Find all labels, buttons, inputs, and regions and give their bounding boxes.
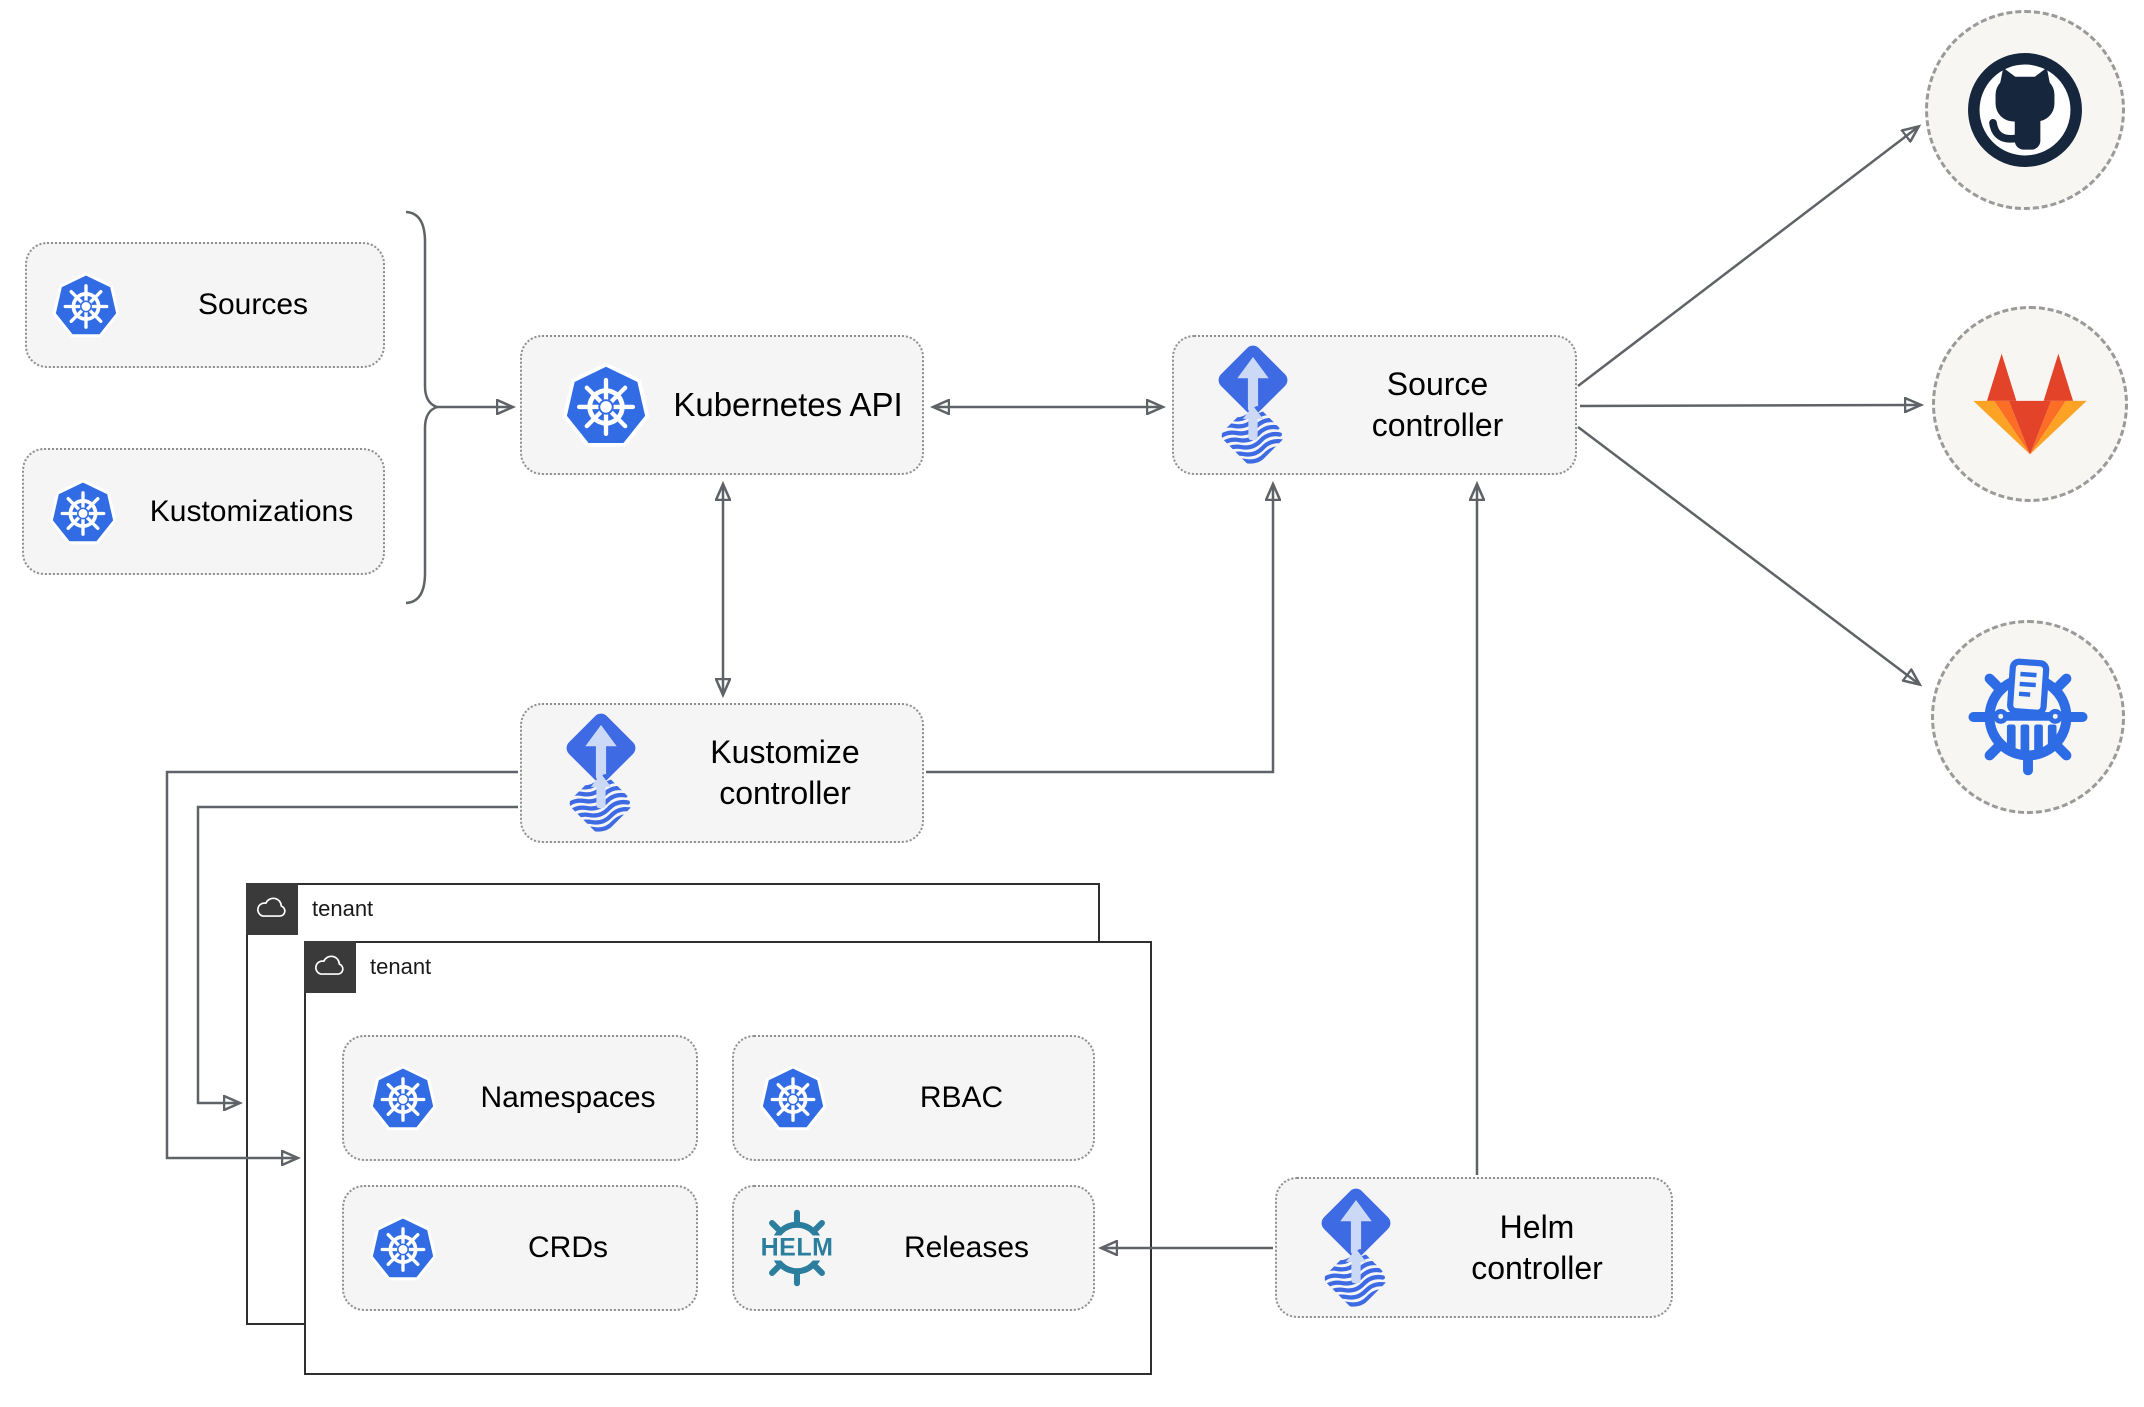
cloud-icon: [312, 954, 348, 980]
flux-icon: [554, 713, 648, 833]
node-label: CRDs: [528, 1231, 608, 1264]
kubernetes-icon: [756, 1061, 830, 1135]
kubernetes-icon: [49, 268, 123, 342]
tenant-label: tenant: [312, 896, 374, 921]
node-label: Helm controller: [1471, 1208, 1603, 1286]
node-kubernetes-api: Kubernetes API: [520, 335, 924, 475]
node-label: Kustomize controller: [710, 734, 860, 811]
arrow-source-controller-to-github: [1577, 127, 1918, 387]
arrow-source-controller-to-gitlab: [1579, 405, 1920, 406]
node-source-controller: Source controller: [1172, 335, 1577, 475]
node-namespaces: Namespaces: [342, 1035, 698, 1161]
kubernetes-icon: [46, 475, 120, 549]
arrow-kustomize-controller-to-source-controller: [926, 485, 1273, 774]
gitlab-fox-icon: [1967, 346, 2093, 462]
helm-wordmark: HELM: [758, 1233, 836, 1262]
node-kustomize-controller: Kustomize controller: [520, 703, 924, 843]
node-label: RBAC: [919, 1081, 1004, 1114]
node-sources: Sources: [25, 242, 385, 368]
node-label: Namespaces: [480, 1081, 656, 1114]
node-helm-controller: Helm controller: [1275, 1177, 1673, 1318]
tenant-label: tenant: [370, 954, 432, 979]
brace-sources-group: [405, 210, 441, 605]
flux-icon: [1309, 1188, 1403, 1308]
helm-icon: HELM: [754, 1205, 840, 1291]
node-label: Kustomizations: [149, 494, 354, 528]
github-octocat-icon: [1961, 46, 2089, 174]
node-releases: HELM Releases: [732, 1185, 1095, 1311]
cloud-icon: [254, 896, 290, 922]
node-label: Kubernetes API: [673, 386, 903, 423]
kustomize-repo-circle: [1931, 620, 2125, 814]
kustomize-shredder-icon: [1966, 655, 2090, 779]
kubernetes-icon: [366, 1211, 440, 1285]
arrow-source-controller-to-kustomize-repo: [1577, 426, 1919, 684]
kubernetes-icon: [558, 357, 654, 453]
node-label: Source controller: [1371, 366, 1504, 443]
node-kustomizations: Kustomizations: [22, 448, 385, 575]
node-label: Releases: [903, 1231, 1030, 1264]
gitlab-repo-circle: [1932, 306, 2128, 502]
node-crds: CRDs: [342, 1185, 698, 1311]
kubernetes-icon: [366, 1061, 440, 1135]
tenant-corner-inner: [303, 940, 356, 993]
node-label: Sources: [197, 288, 309, 321]
flux-icon: [1206, 345, 1300, 465]
github-repo-circle: [1925, 10, 2125, 210]
node-rbac: RBAC: [732, 1035, 1095, 1161]
tenant-corner-outer: [245, 882, 298, 935]
